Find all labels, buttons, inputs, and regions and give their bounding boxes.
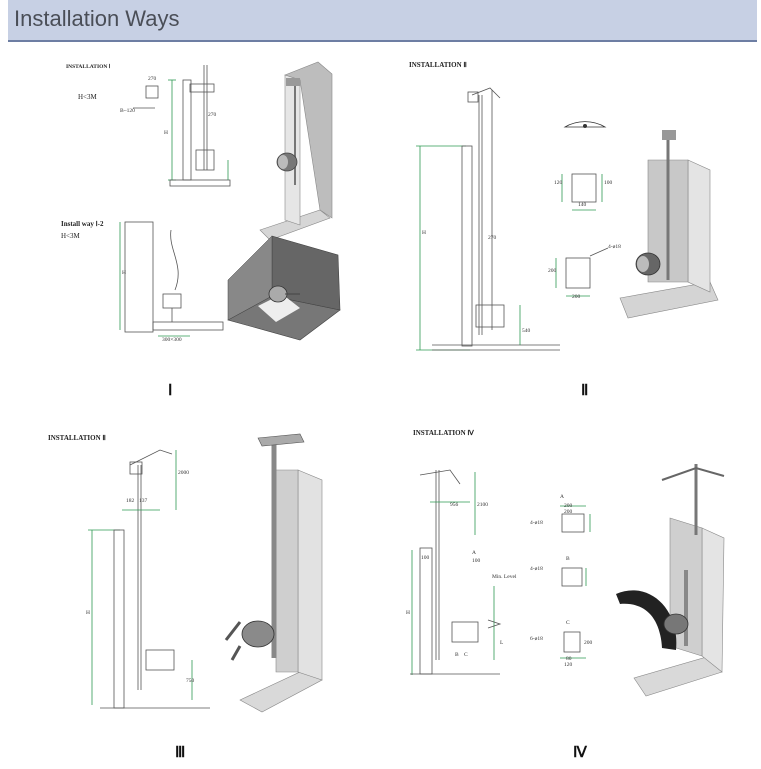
install-4-callout-c: C bbox=[566, 620, 570, 626]
install-4-callout-200b: 200 bbox=[564, 509, 573, 515]
install-4-title: INSTALLATION Ⅳ bbox=[413, 429, 474, 437]
install-3-drawings bbox=[88, 433, 323, 713]
page-header: Installation Ways bbox=[8, 0, 757, 42]
install-2-dim-140: 140 bbox=[578, 202, 587, 208]
roman-numeral-1: Ⅰ bbox=[168, 383, 173, 399]
install-1-dim-b: B~120 bbox=[120, 108, 135, 114]
install-1-schematic bbox=[133, 65, 231, 187]
install-2-drawings bbox=[416, 87, 719, 351]
install-4-dim-h: H bbox=[406, 610, 410, 616]
install-4-schematic bbox=[410, 469, 502, 675]
install-2-plate-detail bbox=[561, 173, 603, 211]
install-3-schematic bbox=[88, 449, 210, 709]
install-1-render bbox=[259, 61, 333, 241]
page-title: Installation Ways bbox=[14, 6, 180, 31]
install-2-dim-h: H bbox=[422, 230, 426, 236]
install-1-title: INSTALLATION Ⅰ bbox=[66, 64, 111, 70]
install-2-base-detail bbox=[555, 247, 609, 297]
install-2-dim-holes: 4-ø18 bbox=[608, 244, 621, 250]
install-4-dim-100b: 100 bbox=[421, 555, 430, 561]
install-1-dim-c: 270 bbox=[208, 112, 217, 118]
install-4-dim-l: L bbox=[500, 640, 504, 646]
install-3-dim-137: 137 bbox=[139, 498, 148, 504]
install-3-dim-750: 750 bbox=[186, 678, 195, 684]
install-1-2-height-note: H<3M bbox=[61, 232, 80, 240]
install-4-dim-956: 956 bbox=[450, 502, 459, 508]
roman-numeral-4: Ⅳ bbox=[573, 745, 587, 761]
install-3-dim-182: 182 bbox=[126, 498, 135, 504]
roman-numeral-2: Ⅱ bbox=[581, 383, 589, 399]
install-4-callout-120: 120 bbox=[564, 662, 573, 668]
install-4-callout-holes-b: 4-ø18 bbox=[530, 566, 543, 572]
installation-4-panel: INSTALLATION Ⅳ bbox=[380, 410, 761, 769]
install-4-dim-a: A bbox=[472, 550, 476, 556]
roman-numeral-3: Ⅲ bbox=[175, 745, 186, 761]
install-2-dim-200b: 200 bbox=[572, 294, 581, 300]
installation-2-panel: INSTALLATION Ⅱ bbox=[380, 50, 761, 400]
install-2-protractor bbox=[563, 121, 607, 128]
installation-1-panel: INSTALLATION Ⅰ H<3M 270 B~120 270 H bbox=[0, 50, 380, 400]
install-4-callout-a: A bbox=[560, 494, 564, 500]
install-3-render bbox=[224, 433, 323, 713]
install-1-h-label: H bbox=[164, 130, 168, 136]
install-1-2-title: Install way Ⅰ-2 bbox=[61, 220, 104, 228]
install-2-dim-270: 270 bbox=[488, 235, 497, 241]
install-2-dim-120: 120 bbox=[554, 180, 563, 186]
install-2-dim-200a: 200 bbox=[548, 268, 557, 274]
install-4-drawings bbox=[410, 464, 725, 697]
install-1-2-h-label: H bbox=[122, 270, 126, 276]
install-4-dim-2100: 2100 bbox=[477, 502, 488, 508]
install-4-callouts bbox=[560, 505, 591, 659]
install-4-callout-holes-a: 4-ø18 bbox=[530, 520, 543, 526]
install-4-render bbox=[616, 464, 725, 697]
install-4-dim-c: C bbox=[464, 652, 468, 658]
install-3-dim-h: H bbox=[86, 610, 90, 616]
install-1-drawings bbox=[119, 61, 341, 341]
install-4-callout-200: 200 bbox=[584, 640, 593, 646]
install-4-dim-100a: 100 bbox=[472, 558, 481, 564]
install-1-2-dim: 300×300 bbox=[162, 337, 182, 343]
install-1-dim-a: 270 bbox=[148, 76, 157, 82]
install-1-2-schematic bbox=[119, 221, 224, 337]
install-4-callout-holes-c: 6-ø18 bbox=[530, 636, 543, 642]
install-2-dim-100: 100 bbox=[604, 180, 613, 186]
install-2-title: INSTALLATION Ⅱ bbox=[409, 61, 467, 69]
install-2-schematic bbox=[416, 87, 560, 351]
install-1-height-note: H<3M bbox=[78, 93, 97, 101]
install-4-callout-b: B bbox=[566, 556, 570, 562]
install-4-callout-200a: 200 bbox=[564, 503, 573, 509]
install-4-min-level: Min. Level bbox=[492, 574, 517, 580]
install-2-render bbox=[619, 130, 719, 319]
install-3-dim-2000: 2000 bbox=[178, 470, 189, 476]
install-3-title: INSTALLATION Ⅱ bbox=[48, 434, 106, 442]
install-4-callout-80: 80 bbox=[566, 656, 572, 662]
install-4-dim-b: B bbox=[455, 652, 459, 658]
install-2-dim-540: 540 bbox=[522, 328, 531, 334]
install-1-2-render bbox=[227, 235, 341, 341]
installation-3-panel: INSTALLATION Ⅱ 182 137 2000 H 7 bbox=[0, 410, 380, 769]
